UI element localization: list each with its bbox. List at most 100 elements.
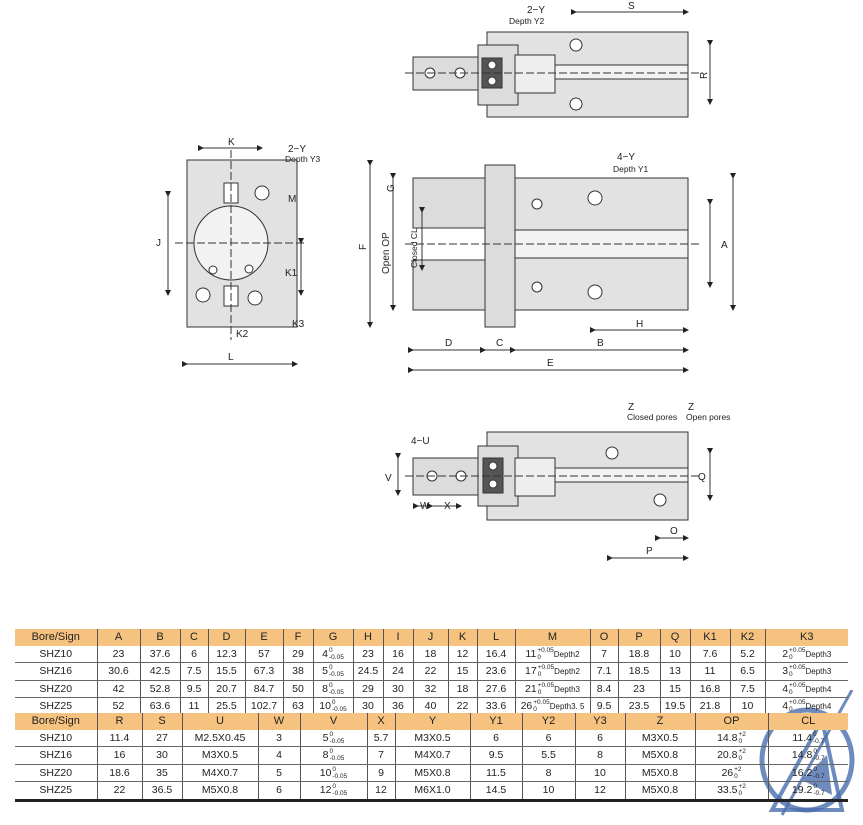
column-header: L xyxy=(476,629,515,646)
cell-value: 19.5 xyxy=(664,700,686,713)
cell-value: 11.4 xyxy=(792,731,812,744)
cell-value: 9.5 xyxy=(488,749,504,762)
tolerance: 0-0.7 xyxy=(813,766,824,780)
table-cell: 22 xyxy=(412,662,448,681)
cell-value: 16.2 xyxy=(791,766,813,779)
cell-value: 6 xyxy=(276,784,282,797)
tolerance-up: +2 xyxy=(738,748,746,756)
table-cell: 30 xyxy=(141,746,182,765)
cell-value: SHZ25 xyxy=(39,784,73,797)
label-depth-y3: Depth Y3 xyxy=(285,154,321,164)
cell-value: 7.5 xyxy=(740,682,755,695)
label-4y: 4−Y xyxy=(617,152,635,163)
cell-value: M5X0.8 xyxy=(641,766,679,779)
cell-value: 10 xyxy=(542,784,555,797)
cell-value: 12.3 xyxy=(216,647,237,660)
tolerance: 0-0.05 xyxy=(329,664,344,678)
cell-value: 19.2 xyxy=(791,784,813,797)
tolerance: 0-0.05 xyxy=(330,748,345,762)
cell-value: 4 xyxy=(782,682,789,695)
table-cell: M2.5X0.45 xyxy=(181,729,258,747)
table-cell: M5X0.8 xyxy=(624,746,695,765)
table-cell: 23 xyxy=(617,680,660,698)
table-cell: 18 xyxy=(447,680,477,698)
column-header: H xyxy=(352,629,383,646)
column-header: G xyxy=(312,629,353,646)
depth-note: Depth3 xyxy=(805,667,832,677)
label-depth-y2: Depth Y2 xyxy=(509,16,545,26)
cell-value: 6 xyxy=(191,647,197,660)
label-p: P xyxy=(646,546,653,557)
cell-value: 35 xyxy=(156,766,168,779)
tolerance-up: +0.05 xyxy=(537,646,554,654)
cell-value: 11 xyxy=(188,700,200,713)
cell-value: 18.6 xyxy=(109,766,130,779)
cell-value: 32 xyxy=(424,682,437,695)
table-cell: 18 xyxy=(412,645,448,663)
cell-value: SHZ16 xyxy=(39,665,73,678)
table-cell: 15 xyxy=(659,680,690,698)
cell-value: 37.6 xyxy=(149,647,171,660)
tolerance-up: 0 xyxy=(329,681,333,689)
cell-value: M3X0.5 xyxy=(414,731,451,744)
cell-value: 24.5 xyxy=(357,665,379,678)
table-cell: 8.4 xyxy=(589,680,618,698)
table-cell: 29 xyxy=(352,680,383,698)
cell-value: 52 xyxy=(112,700,125,713)
cell-value: 36 xyxy=(392,700,404,713)
table-cell: SHZ16 xyxy=(15,662,97,681)
table-cell: 7 xyxy=(589,645,618,663)
table-cell: 50 xyxy=(282,680,313,698)
cell-value: 22 xyxy=(424,665,437,678)
tolerance-up: +2 xyxy=(734,765,742,773)
cell-value: 5.7 xyxy=(373,731,389,744)
cell-value: 4 xyxy=(782,700,789,713)
cell-value: 30 xyxy=(156,749,168,762)
cell-value: 21 xyxy=(525,682,537,695)
cell-value: 4 xyxy=(322,647,328,660)
table-cell: 10 xyxy=(659,645,690,663)
table-cell: 10 xyxy=(574,764,625,782)
cell-value: 16.4 xyxy=(485,647,507,660)
cell-value: 24 xyxy=(392,665,404,678)
cell-value: 4 xyxy=(276,749,282,762)
cell-value: 22 xyxy=(113,784,126,797)
table-cell: 13 xyxy=(659,662,690,681)
cell-value: 14.5 xyxy=(485,784,507,797)
column-header: J xyxy=(412,629,448,646)
table-cell: 7.6 xyxy=(689,645,730,663)
depth-note: Depth4 xyxy=(805,702,832,712)
cell-value: 36.5 xyxy=(151,784,173,797)
tolerance-up: +2 xyxy=(738,783,746,791)
table-cell: SHZ16 xyxy=(15,746,97,765)
table-cell: 25.5 xyxy=(207,697,245,716)
tolerance-lo: 0 xyxy=(738,755,743,763)
label-open-pores: Open pores xyxy=(686,412,730,422)
table-cell: 14.5 xyxy=(469,781,522,801)
table-cell: 84.7 xyxy=(244,680,283,698)
cell-value: 9.5 xyxy=(596,700,612,713)
tolerance-lo: -0.05 xyxy=(332,790,348,798)
tolerance: 0-0.05 xyxy=(332,766,347,780)
cell-value: 16.8 xyxy=(699,682,721,695)
cell-value: 20.8 xyxy=(717,749,738,762)
table-cell: M4X0.7 xyxy=(181,764,258,782)
table-cell: 16 xyxy=(96,746,142,765)
tolerance-lo: -0.7 xyxy=(813,772,825,780)
table-cell: 15.5 xyxy=(207,662,245,681)
side-view xyxy=(367,160,736,373)
table-cell: 27 xyxy=(141,729,182,747)
cell-value: 42 xyxy=(112,682,125,695)
table-cell: 6 xyxy=(521,729,575,747)
table-cell: 23.6 xyxy=(476,662,515,681)
cell-value: M3X0.5 xyxy=(201,749,239,762)
table-cell: 16.4 xyxy=(476,645,515,663)
cell-value: 33.5 xyxy=(717,784,738,797)
label-z-closed: Z xyxy=(628,402,634,413)
